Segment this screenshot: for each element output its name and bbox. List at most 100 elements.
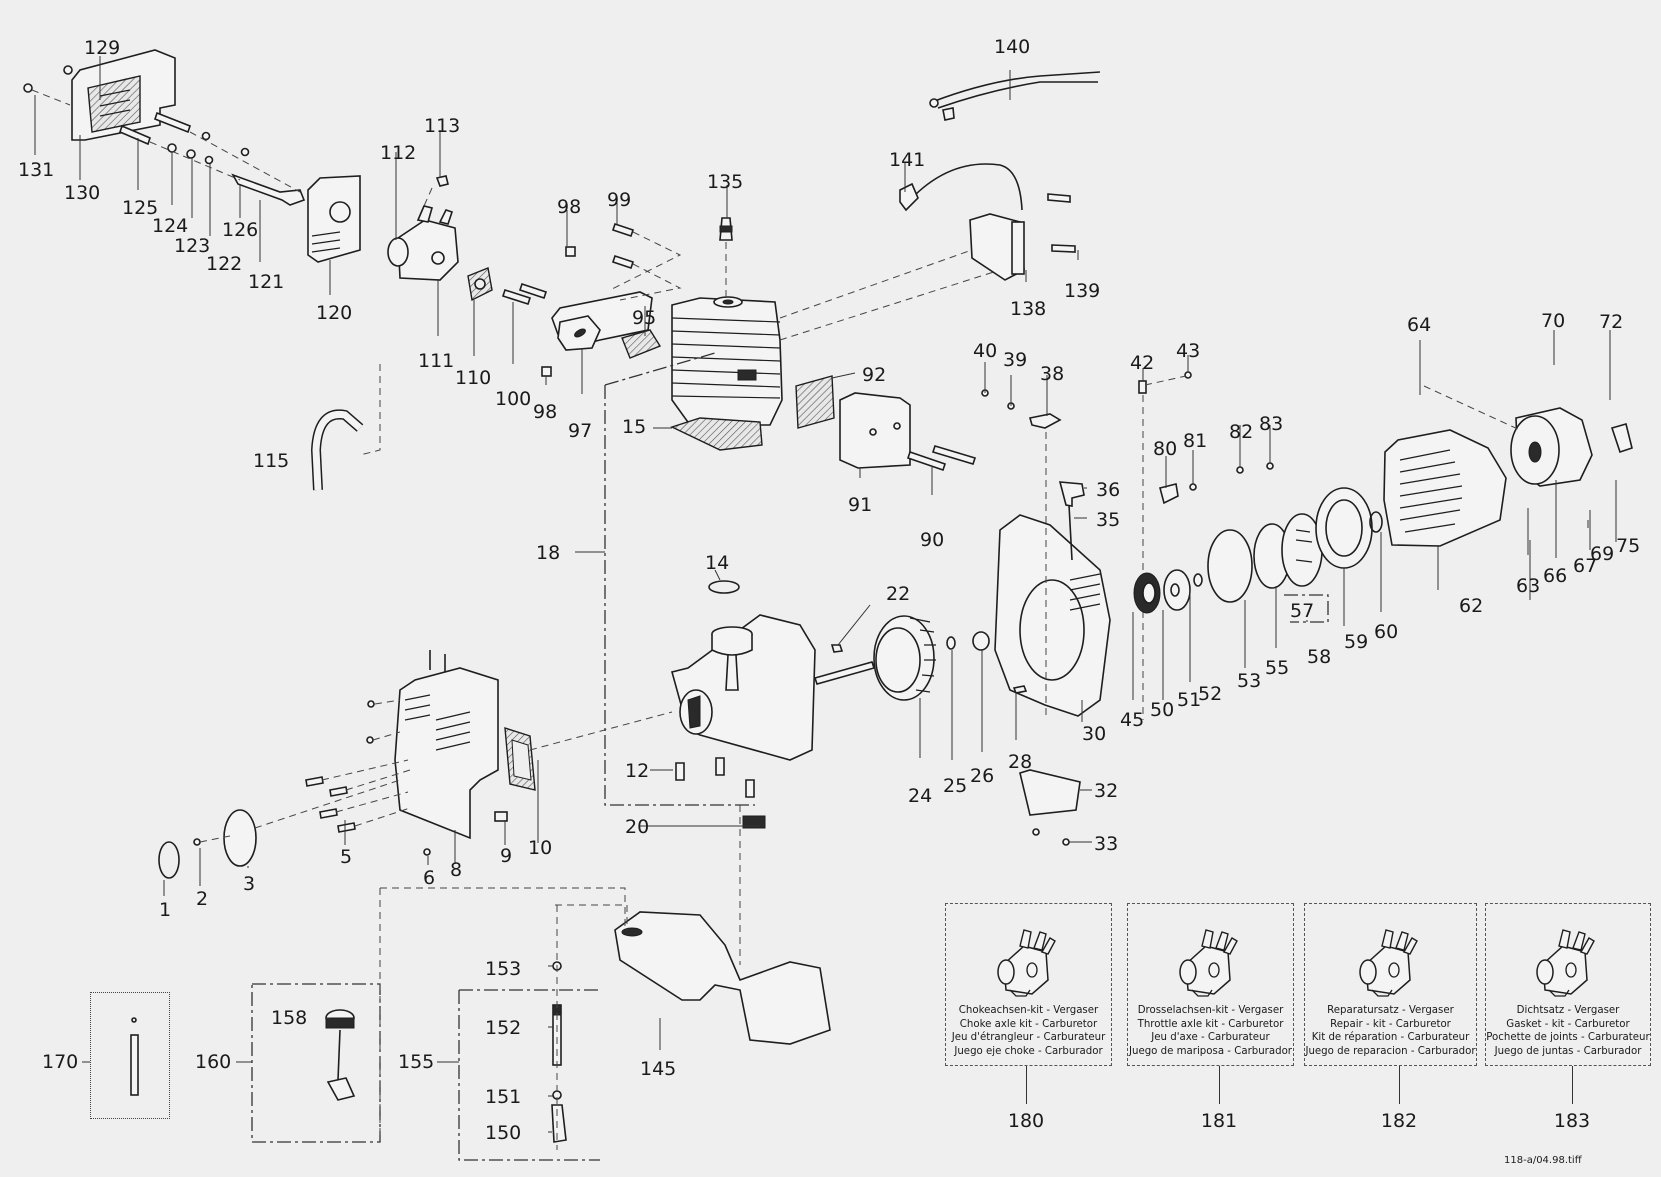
kit-number-182: 182: [1380, 1110, 1418, 1132]
label-82: 82: [1229, 421, 1253, 443]
piston-part: [711, 626, 753, 691]
label-75: 75: [1616, 535, 1640, 557]
label-145: 145: [640, 1058, 676, 1080]
label-140: 140: [994, 36, 1030, 58]
label-64: 64: [1407, 314, 1431, 336]
leader-lines: [34, 56, 1617, 1133]
group-frame-160: [251, 983, 381, 1143]
label-80: 80: [1153, 438, 1177, 460]
label-59: 59: [1344, 631, 1368, 653]
kit-number-183: 183: [1553, 1110, 1591, 1132]
lever-80: [1159, 483, 1179, 505]
kit-leader-182: [1399, 1066, 1400, 1104]
label-1: 1: [159, 899, 171, 921]
label-72: 72: [1599, 311, 1623, 333]
label-22: 22: [886, 583, 910, 605]
carburetor-111: [387, 205, 459, 281]
label-35: 35: [1096, 509, 1120, 531]
carburetor-icon: [1536, 929, 1595, 997]
washer-25: [946, 636, 956, 650]
label-113: 113: [424, 115, 460, 137]
carburetor-icon: [1358, 929, 1418, 997]
label-112: 112: [380, 142, 416, 164]
gasket-10: [504, 727, 536, 791]
label-40: 40: [973, 340, 997, 362]
rope-pulley-51: [1163, 569, 1191, 611]
kit-box-182[interactable]: Reparatursatz - Vergaser Repair - kit - …: [1304, 903, 1477, 1066]
label-8: 8: [450, 859, 462, 881]
label-70: 70: [1541, 310, 1565, 332]
circlip-14: [708, 580, 740, 594]
label-139: 139: [1064, 280, 1100, 302]
nut-98-top: [565, 246, 576, 257]
crankcase-part: [671, 614, 816, 761]
washer-52: [1193, 573, 1203, 587]
screw-129: [63, 65, 73, 75]
pad-9: [494, 811, 508, 822]
label-120: 120: [316, 302, 352, 324]
handle-36: [1058, 481, 1085, 561]
cover-3: [223, 809, 257, 867]
spacer-26: [972, 631, 990, 651]
cap-1: [158, 841, 180, 879]
group-frame-18: [604, 385, 755, 806]
label-98-top: 98: [557, 196, 581, 218]
label-98-bottom: 98: [533, 401, 557, 423]
base-gasket-15: [670, 417, 763, 451]
kit-box-181[interactable]: Drosselachsen-kit - Vergaser Throttle ax…: [1127, 903, 1294, 1066]
label-66: 66: [1543, 565, 1567, 587]
screw-43: [1184, 371, 1192, 379]
washer-83: [1266, 462, 1274, 470]
label-2: 2: [196, 888, 208, 910]
carburetor-icon: [996, 929, 1056, 997]
cylinder-15: [671, 296, 783, 426]
label-38: 38: [1040, 363, 1064, 385]
kit-caption-181: Drosselachsen-kit - Vergaser Throttle ax…: [1128, 1005, 1292, 1057]
label-135: 135: [707, 171, 743, 193]
cap-113: [435, 175, 449, 187]
label-160: 160: [195, 1051, 231, 1073]
label-28: 28: [1008, 751, 1032, 773]
label-63: 63: [1516, 575, 1540, 597]
screw-139: [1047, 193, 1076, 253]
label-129: 129: [84, 37, 120, 59]
bracket-121: [231, 173, 306, 206]
label-33: 33: [1094, 833, 1118, 855]
label-155: 155: [398, 1051, 434, 1073]
key-22: [830, 644, 844, 653]
kit-caption-182: Reparatursatz - Vergaser Repair - kit - …: [1305, 1005, 1476, 1057]
label-141: 141: [889, 149, 925, 171]
label-57: 57: [1290, 600, 1314, 622]
bolt-90: [906, 445, 977, 472]
label-124: 124: [152, 215, 188, 237]
screw-131: [23, 83, 33, 93]
muffler-91: [839, 392, 911, 469]
label-158: 158: [271, 1007, 307, 1029]
tool-170: [130, 1017, 139, 1096]
kit-caption-180: Chokeachsen-kit - Vergaser Choke axle ki…: [951, 1005, 1106, 1057]
washer-82: [1236, 466, 1244, 474]
kit-box-180[interactable]: Chokeachsen-kit - Vergaser Choke axle ki…: [945, 903, 1112, 1066]
label-50: 50: [1150, 699, 1174, 721]
label-30: 30: [1082, 723, 1106, 745]
kit-box-183[interactable]: Dichtsatz - Vergaser Gasket - kit - Carb…: [1485, 903, 1651, 1066]
label-55: 55: [1265, 657, 1289, 679]
label-20: 20: [625, 816, 649, 838]
fuel-cap-158: [325, 1009, 356, 1101]
label-36: 36: [1096, 479, 1120, 501]
pulley-50: [1133, 572, 1161, 614]
pad-20: [742, 815, 766, 829]
kit-caption-183: Dichtsatz - Vergaser Gasket - kit - Carb…: [1486, 1005, 1650, 1057]
label-91: 91: [848, 494, 872, 516]
gasket-95: [621, 329, 662, 359]
ignition-wire-140: [929, 71, 1101, 121]
label-138: 138: [1010, 298, 1046, 320]
kit-leader-180: [1026, 1066, 1027, 1104]
label-130: 130: [64, 182, 100, 204]
label-6: 6: [423, 867, 435, 889]
clip-28: [1012, 685, 1028, 694]
label-150: 150: [485, 1122, 521, 1144]
flywheel-24: [873, 615, 936, 701]
label-131: 131: [18, 159, 54, 181]
label-92: 92: [862, 364, 886, 386]
